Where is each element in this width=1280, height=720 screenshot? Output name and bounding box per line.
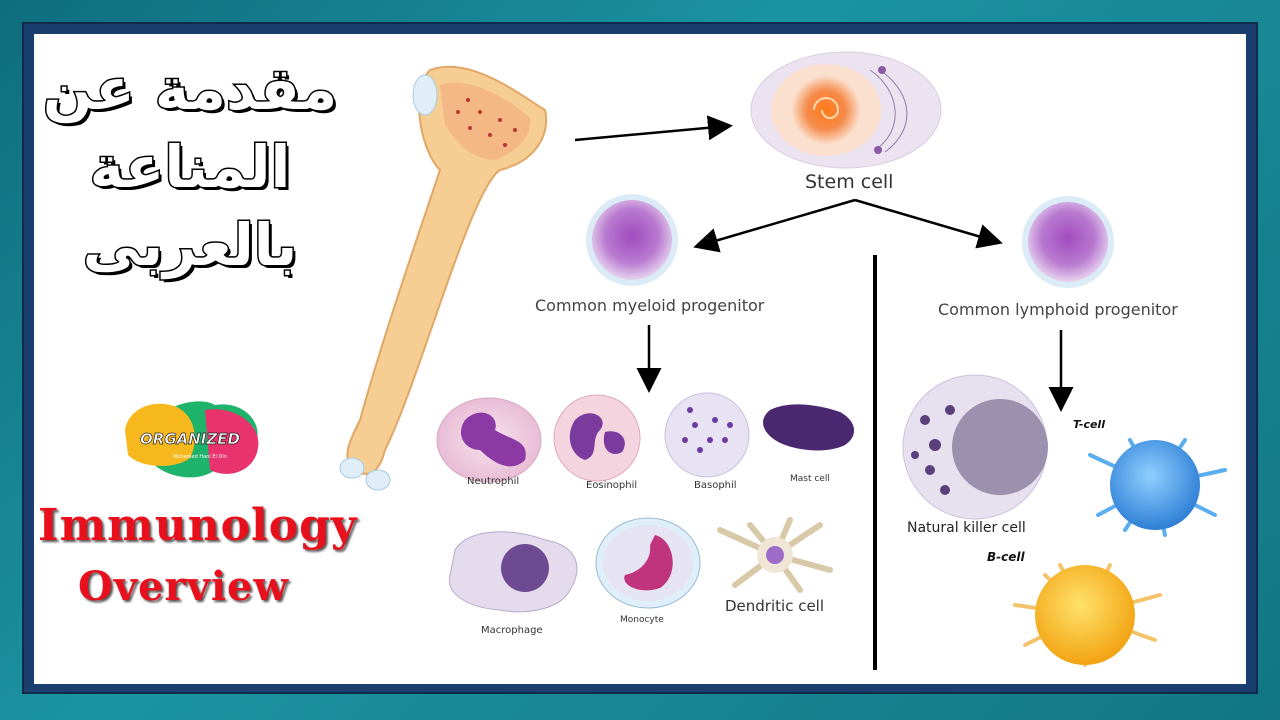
arabic-title: مقدمة عن المناعة بالعربى xyxy=(40,50,340,284)
b-cell-image xyxy=(1013,563,1162,667)
english-title-line-2: Overview xyxy=(78,563,289,610)
basophil-image xyxy=(664,392,750,478)
logo-subtitle: Mohamed Hani El Din xyxy=(173,454,227,460)
label-myeloid-progenitor: Common myeloid progenitor xyxy=(535,296,765,315)
label-basophil: Basophil xyxy=(694,480,737,491)
label-neutrophil: Neutrophil xyxy=(467,476,520,487)
eosinophil-image xyxy=(553,394,641,482)
label-lymphoid-progenitor: Common lymphoid progenitor xyxy=(938,300,1178,319)
diagram-canvas: ORGANIZED Mohamed Hani El Din xyxy=(125,51,1227,670)
stem-cell-image xyxy=(750,51,942,169)
t-cell-image xyxy=(1088,438,1227,537)
dendritic-cell-image xyxy=(717,517,833,593)
arabic-title-line-1: مقدمة عن xyxy=(41,54,338,125)
natural-killer-cell-image xyxy=(902,374,1048,520)
mast-cell-image xyxy=(763,404,855,451)
arrow-stem-to-myeloid xyxy=(693,198,856,253)
label-mast-cell: Mast cell xyxy=(790,474,830,484)
neutrophil-image xyxy=(436,397,542,483)
english-title-line-1: Immunology xyxy=(38,500,358,551)
arabic-title-line-3: بالعربى xyxy=(81,210,299,281)
monocyte-image xyxy=(595,517,701,609)
label-natural-killer-cell: Natural killer cell xyxy=(907,520,1026,536)
slide-panel: ORGANIZED Mohamed Hani El Din xyxy=(34,34,1246,684)
label-stem-cell: Stem cell xyxy=(805,171,894,193)
label-eosinophil: Eosinophil xyxy=(586,480,638,491)
label-b-cell: B-cell xyxy=(987,550,1025,564)
organized-logo: ORGANIZED Mohamed Hani El Din xyxy=(125,401,259,478)
bone-illustration xyxy=(339,65,548,491)
label-t-cell: T-cell xyxy=(1073,418,1105,431)
label-monocyte: Monocyte xyxy=(620,615,664,625)
arrow-stem-to-lymphoid xyxy=(854,198,1003,249)
arrow-bone-to-stem xyxy=(574,115,733,142)
label-dendritic-cell: Dendritic cell xyxy=(725,597,825,615)
macrophage-image xyxy=(448,531,578,613)
label-macrophage: Macrophage xyxy=(481,625,543,636)
logo-text: ORGANIZED xyxy=(140,430,240,448)
arabic-title-line-2: المناعة xyxy=(88,132,292,203)
